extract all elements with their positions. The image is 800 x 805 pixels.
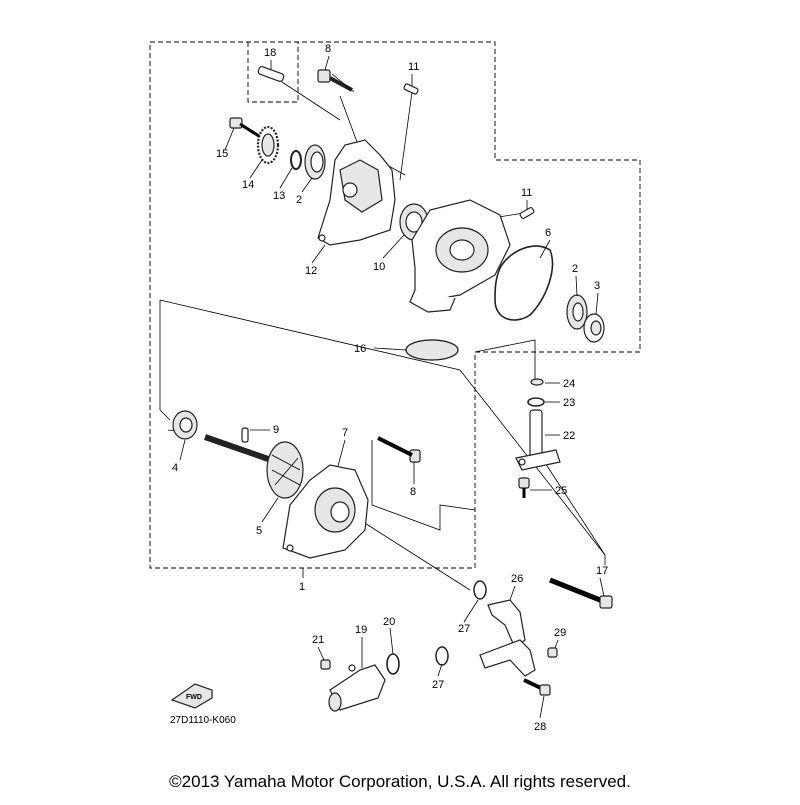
part-12-housing[interactable] bbox=[317, 139, 396, 246]
callout-28: 28 bbox=[534, 721, 546, 733]
callout-23: 23 bbox=[563, 397, 575, 409]
callout-14: 14 bbox=[242, 179, 254, 191]
callout-19: 19 bbox=[355, 624, 367, 636]
callout-17: 17 bbox=[596, 565, 608, 577]
callout-11-upper: 11 bbox=[408, 61, 419, 73]
callout-2-left: 2 bbox=[296, 194, 302, 206]
callout-8-upper: 8 bbox=[325, 43, 331, 55]
copyright-notice: ©2013 Yamaha Motor Corporation, U.S.A. A… bbox=[169, 772, 631, 791]
callout-18: 18 bbox=[264, 47, 276, 59]
part-8-bolt-upper[interactable] bbox=[317, 69, 355, 93]
part-29-bolt[interactable] bbox=[547, 647, 558, 658]
part-8-bolt-lower[interactable] bbox=[377, 436, 421, 463]
part-21-bolt[interactable] bbox=[320, 659, 331, 670]
callout-8-lower: 8 bbox=[410, 486, 416, 498]
part-14-gear[interactable] bbox=[256, 125, 280, 165]
part-15-bolt[interactable] bbox=[229, 117, 263, 140]
callout-1: 1 bbox=[299, 581, 305, 593]
part-22-shaft[interactable] bbox=[515, 409, 561, 471]
part-2-bearing-right[interactable] bbox=[566, 294, 588, 330]
callout-16: 16 bbox=[354, 343, 366, 355]
callout-10: 10 bbox=[373, 261, 385, 273]
callout-7: 7 bbox=[342, 427, 348, 439]
callout-4: 4 bbox=[172, 462, 178, 474]
assembly-outline bbox=[149, 41, 641, 569]
callout-2-right: 2 bbox=[572, 263, 578, 275]
callout-22: 22 bbox=[563, 430, 575, 442]
part-20-o-ring[interactable] bbox=[386, 653, 400, 675]
callout-11-right: 11 bbox=[521, 187, 532, 199]
part-19-pipe-joint[interactable] bbox=[328, 664, 386, 712]
callout-3: 3 bbox=[594, 280, 600, 292]
part-26-pipe[interactable] bbox=[479, 599, 536, 677]
part-13-circlip[interactable] bbox=[290, 150, 302, 170]
callout-9: 9 bbox=[273, 424, 279, 436]
part-7-pump-case[interactable] bbox=[282, 464, 369, 559]
part-4-seal[interactable] bbox=[172, 410, 198, 440]
fwd-label: FWD bbox=[186, 694, 202, 701]
part-5-impeller-shaft[interactable] bbox=[204, 434, 304, 499]
fwd-arrow: FWD bbox=[170, 683, 213, 709]
callout-leaders bbox=[179, 55, 605, 719]
callout-24: 24 bbox=[563, 378, 575, 390]
callout-15: 15 bbox=[216, 148, 228, 160]
callouts: 18 8 11 15 14 13 2 12 10 11 6 2 3 16 24 … bbox=[170, 43, 608, 733]
part-6-gasket[interactable] bbox=[494, 245, 554, 321]
callout-20: 20 bbox=[383, 616, 395, 628]
part-9-pin[interactable] bbox=[241, 427, 249, 443]
part-24-o-ring[interactable] bbox=[530, 378, 544, 386]
callout-25: 25 bbox=[555, 485, 567, 497]
part-25-bolt[interactable] bbox=[518, 477, 530, 498]
inner-outline-18 bbox=[247, 42, 299, 103]
callout-5: 5 bbox=[256, 525, 262, 537]
water-pump-body[interactable] bbox=[409, 199, 511, 313]
callout-12: 12 bbox=[305, 265, 317, 277]
part-11-pin-right[interactable] bbox=[519, 207, 535, 219]
diagram-code: 27D1110-K060 bbox=[170, 715, 236, 726]
callout-21: 21 bbox=[312, 634, 324, 646]
part-2-bearing-left[interactable] bbox=[304, 144, 326, 180]
part-27-o-ring-lower[interactable] bbox=[435, 646, 449, 666]
callout-29: 29 bbox=[554, 627, 566, 639]
part-16-strainer[interactable] bbox=[405, 339, 459, 361]
part-27-o-ring-upper[interactable] bbox=[473, 580, 487, 600]
callout-27-lower: 27 bbox=[432, 679, 444, 691]
callout-6: 6 bbox=[545, 227, 551, 239]
callout-26: 26 bbox=[511, 573, 523, 585]
part-23-o-ring[interactable] bbox=[527, 397, 545, 407]
part-3-oil-seal[interactable] bbox=[583, 313, 605, 343]
callout-27-upper: 27 bbox=[458, 623, 470, 635]
part-18-dowel-pin[interactable] bbox=[257, 66, 285, 82]
part-17-long-bolt[interactable] bbox=[549, 577, 613, 609]
part-11-pin-upper[interactable] bbox=[403, 83, 419, 95]
part-28-bolt[interactable] bbox=[523, 678, 551, 696]
callout-13: 13 bbox=[273, 190, 285, 202]
